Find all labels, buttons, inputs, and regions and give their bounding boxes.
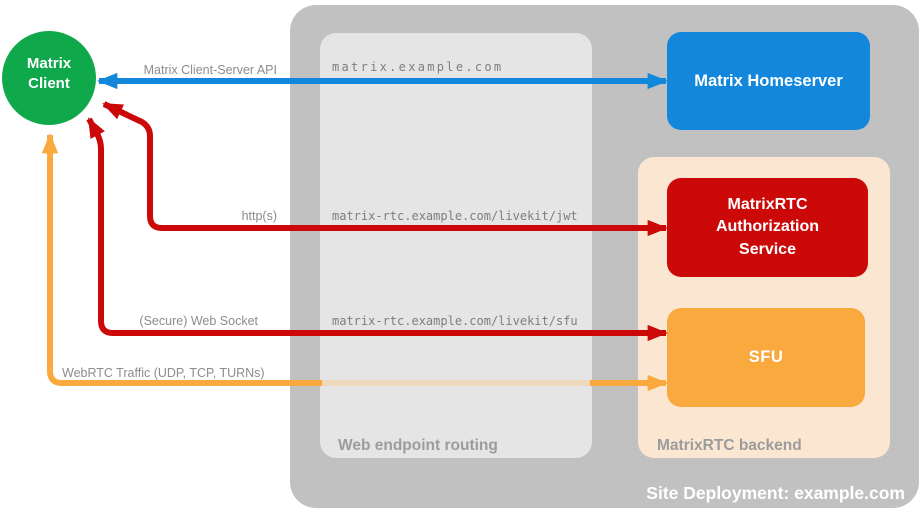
client-server-api-arrow-label: Matrix Client-Server API	[143, 63, 277, 77]
url-matrix-homeserver: matrix.example.com	[332, 60, 504, 74]
url-livekit-jwt: matrix-rtc.example.com/livekit/jwt	[332, 209, 578, 223]
web-endpoint-routing-caption: Web endpoint routing	[338, 437, 498, 454]
webrtc-arrow-label: WebRTC Traffic (UDP, TCP, TURNs)	[62, 366, 265, 380]
matrixrtc-backend-caption: MatrixRTC backend	[657, 437, 802, 454]
matrix-client-label: Matrix Client	[26, 55, 72, 93]
matrix-client-node	[2, 31, 96, 125]
web-endpoint-routing-panel	[320, 33, 592, 458]
webrtc-arrow	[41, 132, 322, 386]
sfu-label: SFU	[748, 348, 784, 366]
matrix-homeserver-node	[667, 32, 870, 130]
url-livekit-sfu: matrix-rtc.example.com/livekit/sfu	[332, 314, 578, 328]
matrix-homeserver-label: Matrix Homeserver	[694, 71, 843, 90]
auth-service-node	[667, 178, 868, 277]
https-arrow	[102, 101, 669, 237]
websocket-arrow	[86, 117, 669, 342]
sfu-node	[667, 308, 865, 407]
auth-service-label: MatrixRTC Authorization Service	[715, 195, 820, 258]
https-arrow-label: http(s)	[241, 209, 277, 223]
websocket-arrow-label: (Secure) Web Socket	[139, 314, 258, 328]
site-deployment-caption: Site Deployment: example.com	[646, 483, 905, 503]
